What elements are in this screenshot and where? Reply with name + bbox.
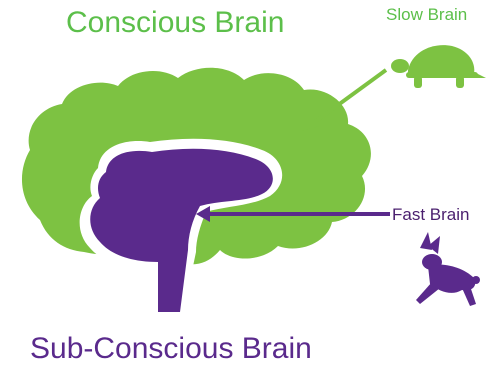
turtle-icon [391,45,486,88]
rabbit-icon [416,232,480,306]
